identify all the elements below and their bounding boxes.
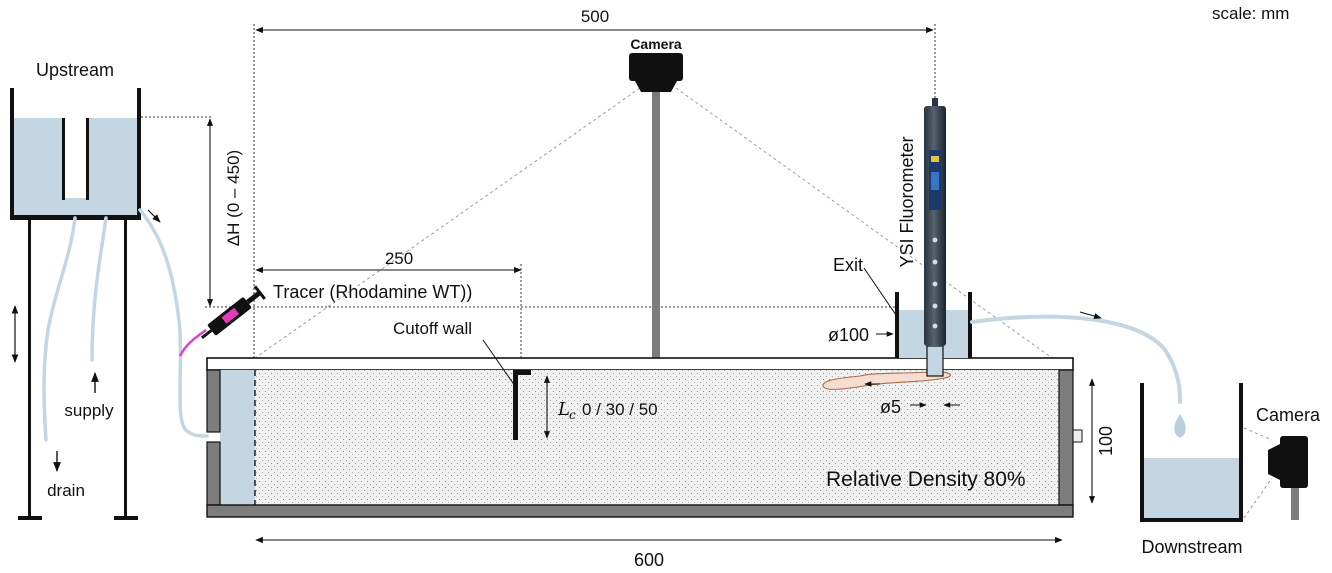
exit-wall-left — [895, 292, 899, 358]
supply-hose — [90, 216, 108, 362]
camera-top-label: Camera — [630, 36, 682, 52]
upstream-label: Upstream — [36, 60, 114, 80]
pipe-diameter-label: ø5 — [880, 397, 901, 417]
cutoff-wall — [513, 370, 518, 440]
upstream-tank — [10, 88, 141, 520]
fluorometer-probe — [924, 98, 946, 346]
relative-density-label: Relative Density 80% — [826, 468, 1026, 491]
length-600-label: 600 — [634, 550, 664, 570]
top-camera — [629, 53, 683, 358]
camera-view-left — [254, 87, 641, 359]
camera-pole — [652, 92, 660, 358]
upstream-wall-left — [10, 88, 14, 218]
right-wall — [1058, 369, 1074, 506]
drain-label: drain — [47, 481, 85, 500]
side-port — [1072, 429, 1083, 443]
box-base — [206, 504, 1074, 518]
exit-diameter-label: ø100 — [828, 325, 869, 345]
overflow-hose — [970, 314, 1182, 404]
exit-leader — [863, 267, 899, 319]
flow-arrow-upstream — [147, 209, 161, 223]
height-100-label: 100 — [1096, 426, 1116, 456]
upstream-divider-left — [62, 118, 65, 200]
downstream-label: Downstream — [1141, 537, 1242, 557]
upstream-gap — [64, 118, 87, 198]
upstream-wall-right — [137, 88, 141, 218]
camera-body-top — [629, 53, 683, 81]
exit-wall-right — [968, 292, 972, 358]
downstream-tank — [1140, 383, 1243, 522]
tracer-syringe — [178, 285, 266, 357]
upstream-divider-right — [86, 118, 89, 200]
tracer-label: Tracer (Rhodamine WT)) — [273, 282, 472, 302]
camera-view-right — [675, 87, 1053, 359]
exit-pipe — [926, 345, 944, 377]
exit-label: Exit — [833, 255, 863, 275]
fluorometer-label: YSI Fluorometer — [897, 136, 917, 267]
stand-leg-right — [124, 220, 127, 518]
cutoff-values-label: 0 / 30 / 50 — [582, 400, 658, 419]
camera-lens-side — [1268, 444, 1280, 480]
left-wall-upper — [206, 369, 221, 433]
side-camera — [1268, 436, 1308, 520]
inlet-water-zone — [220, 370, 255, 505]
scale-label: scale: mm — [1212, 4, 1289, 23]
dye-plume — [822, 371, 951, 390]
width-500-label: 500 — [581, 7, 609, 26]
sand-sample — [255, 370, 1059, 505]
cutoff-wall-label: Cutoff wall — [393, 319, 472, 338]
syringe-plunger — [221, 307, 240, 324]
camera-side-label: Camera — [1256, 405, 1321, 425]
camera-lens-top — [635, 81, 677, 92]
drain-hose — [42, 216, 77, 442]
upstream-hoses — [42, 208, 209, 442]
probe-body — [924, 106, 946, 346]
tracer-line — [178, 328, 207, 357]
supply-label: supply — [64, 401, 114, 420]
flow-arrow-downstream — [1079, 311, 1102, 320]
cutoff-subscript: c — [569, 408, 576, 422]
distance-250-label: 250 — [385, 249, 413, 268]
outlet-hose — [138, 208, 209, 438]
cutoff-leader — [482, 339, 516, 387]
cutoff-symbol: L — [557, 399, 570, 420]
left-wall-lower — [206, 441, 221, 506]
head-label: ΔH (0 – 450) — [224, 150, 243, 246]
camera-body-side — [1280, 436, 1308, 488]
soil-box — [206, 357, 1083, 518]
downstream-water — [1144, 458, 1240, 518]
water-drop — [1174, 414, 1186, 438]
stand-leg-left — [28, 220, 31, 518]
